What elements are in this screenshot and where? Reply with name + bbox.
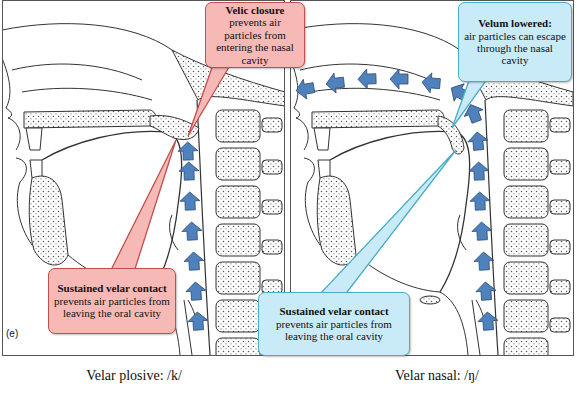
airflow-arrow	[178, 142, 199, 161]
callout-pointer	[452, 78, 488, 128]
callout-pointer	[318, 150, 456, 296]
airflow-arrow	[477, 311, 498, 330]
callout-heading: Sustained velar contact	[57, 282, 166, 294]
airflow-arrow	[325, 72, 345, 94]
callout-pointer	[188, 62, 232, 136]
callout-heading: Velum lowered:	[478, 17, 552, 29]
panel-caption: Velar nasal: /ŋ/	[317, 368, 557, 384]
callout-box: Sustained velar contactprevents air part…	[258, 292, 410, 356]
airflow-arrow	[470, 192, 491, 211]
callout-box: Velum lowered:air particles can escape t…	[458, 2, 572, 82]
callout-box: Velic closureprevents air particles from…	[205, 2, 305, 68]
airflow-arrow	[185, 281, 206, 300]
airflow-arrow	[181, 221, 202, 240]
airflow-arrow	[187, 311, 208, 330]
airflow-arrow	[390, 69, 408, 89]
airflow-arrow	[358, 69, 377, 90]
callout-box: Sustained velar contactprevents air part…	[48, 268, 176, 334]
head-section	[2, 24, 285, 355]
panel-caption: Velar plosive: /k/	[14, 368, 254, 384]
velum-lowered	[438, 116, 464, 154]
airflow-arrow	[183, 251, 204, 270]
airflow-arrow	[421, 72, 441, 93]
airflow-arrow	[473, 251, 494, 270]
callout-text: air particles can escape through the nas…	[463, 30, 567, 67]
callout-text: prevents air particles from entering the…	[210, 16, 300, 66]
airflow-arrow	[179, 162, 200, 181]
callout-pointer	[110, 140, 176, 272]
panel-letter: (e)	[6, 328, 36, 339]
callout-text: prevents air particles from leaving the …	[53, 295, 171, 320]
airflow-arrow	[475, 281, 496, 300]
callout-heading: Velic closure	[226, 4, 285, 16]
airflow-arrow	[467, 131, 488, 151]
airflow-arrow	[471, 221, 492, 240]
airflow-arrow	[180, 192, 201, 211]
callout-text: prevents air particles from leaving the …	[263, 318, 405, 343]
callout-heading: Sustained velar contact	[279, 305, 388, 317]
plosive-panel	[2, 24, 285, 355]
airflow-arrow	[469, 162, 490, 181]
airflow-arrow	[294, 78, 315, 101]
